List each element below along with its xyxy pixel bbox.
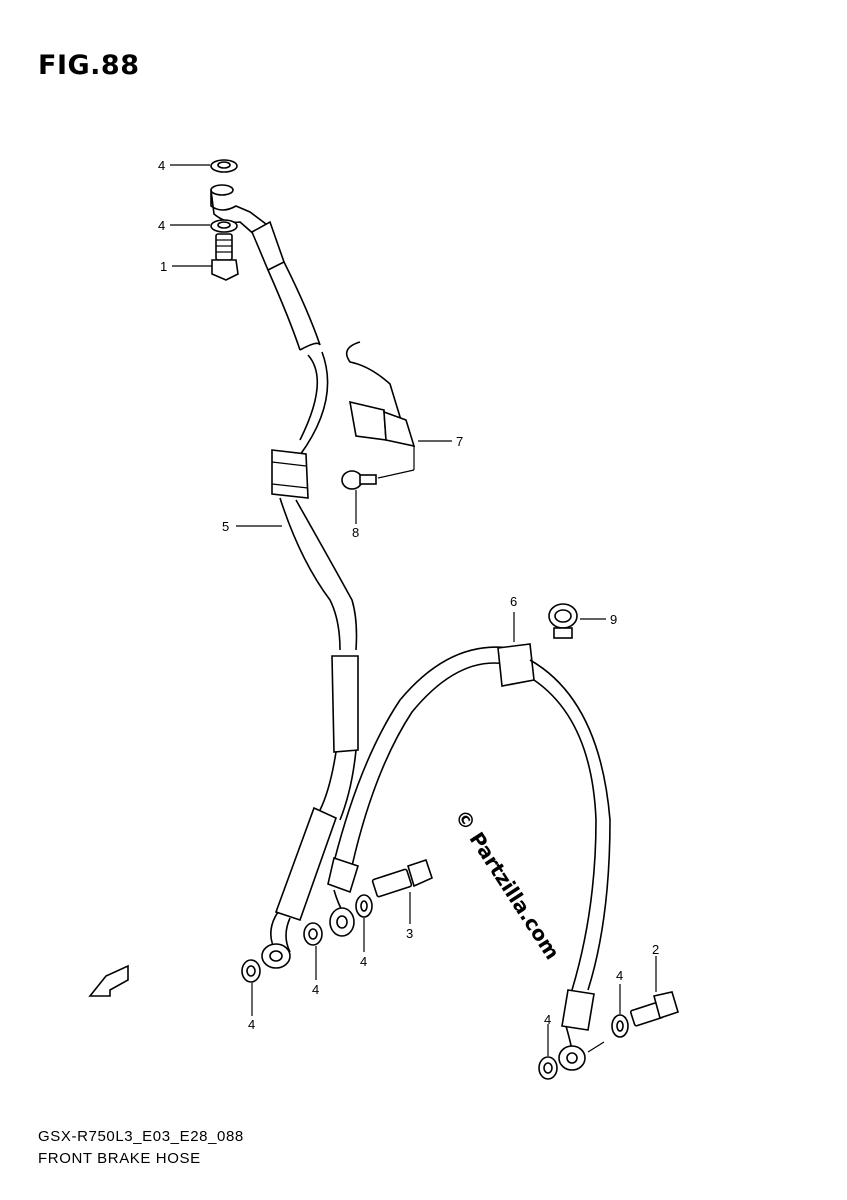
callout-4-center: 4 bbox=[360, 954, 367, 969]
callout-7: 7 bbox=[456, 434, 463, 449]
washer-right-top[interactable] bbox=[611, 1014, 629, 1038]
callout-2: 2 bbox=[652, 942, 659, 957]
union-bolt-right[interactable] bbox=[629, 991, 679, 1027]
banjo-fitting-right[interactable] bbox=[558, 1045, 586, 1071]
figure-title: FIG.88 bbox=[38, 50, 140, 81]
upper-hose[interactable] bbox=[250, 220, 359, 953]
hose-clamp[interactable] bbox=[548, 603, 578, 639]
callout-9: 9 bbox=[610, 612, 617, 627]
union-bolt-center[interactable] bbox=[371, 858, 433, 898]
callout-4-top: 4 bbox=[158, 158, 165, 173]
callout-4-left-mid: 4 bbox=[312, 982, 319, 997]
banjo-fitting-left[interactable] bbox=[261, 943, 291, 969]
figure-name: FRONT BRAKE HOSE bbox=[38, 1150, 201, 1167]
banjo-fitting-center[interactable] bbox=[329, 907, 355, 937]
fwd-arrow-icon bbox=[88, 964, 129, 997]
union-bolt-top[interactable] bbox=[211, 233, 239, 281]
washer-left-bottom[interactable] bbox=[241, 959, 261, 983]
callout-5: 5 bbox=[222, 519, 229, 534]
callout-4-left-bottom: 4 bbox=[248, 1017, 255, 1032]
washer-right-bottom[interactable] bbox=[538, 1056, 558, 1080]
callout-6: 6 bbox=[510, 594, 517, 609]
callout-1: 1 bbox=[160, 259, 167, 274]
callout-4-right-bottom: 4 bbox=[544, 1012, 551, 1027]
callout-4-right-top: 4 bbox=[616, 968, 623, 983]
washer-left-mid[interactable] bbox=[303, 922, 323, 946]
model-code: GSX-R750L3_E03_E28_088 bbox=[38, 1128, 244, 1145]
bracket-bolt[interactable] bbox=[341, 470, 377, 490]
washer-center[interactable] bbox=[355, 894, 373, 918]
hose-bracket[interactable] bbox=[345, 341, 416, 479]
callout-3: 3 bbox=[406, 926, 413, 941]
washer-top[interactable] bbox=[210, 159, 238, 173]
callout-8: 8 bbox=[352, 525, 359, 540]
washer-second[interactable] bbox=[210, 219, 238, 233]
callout-4-second: 4 bbox=[158, 218, 165, 233]
